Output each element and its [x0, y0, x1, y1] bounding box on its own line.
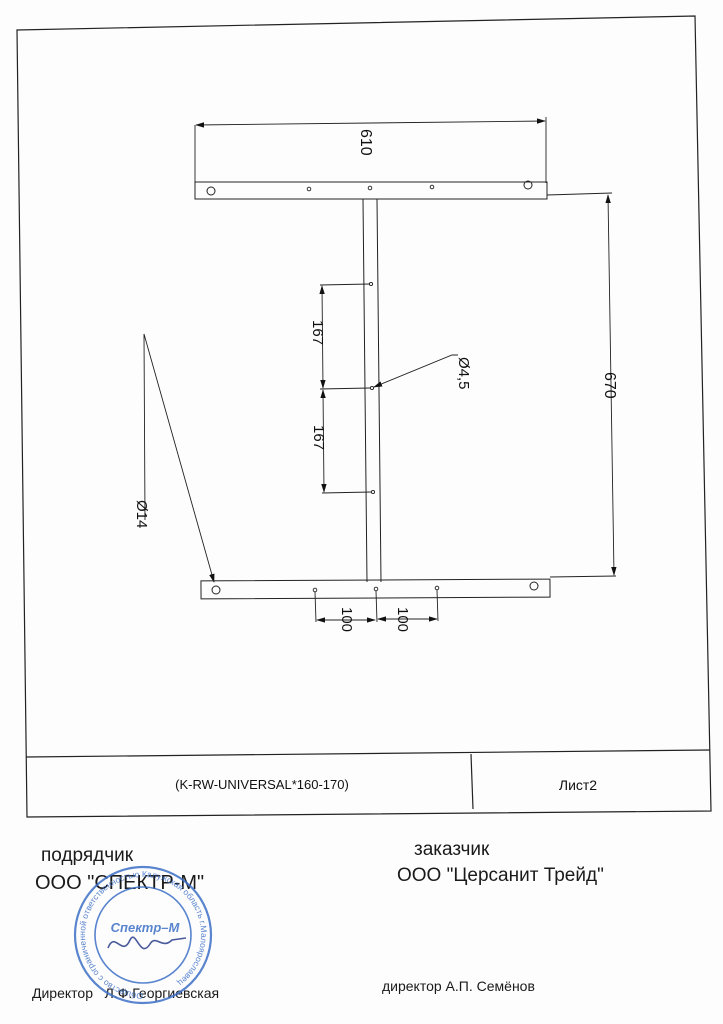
dim-670-line — [605, 194, 617, 576]
dim-167-lower-label: 167 — [310, 425, 327, 450]
title-block-divider — [470, 753, 474, 810]
title-block-top-line — [25, 749, 711, 758]
dim-100-ext-left — [314, 591, 317, 623]
top-bar-large-hole-right — [523, 180, 533, 190]
dim-100-left-label: 100 — [338, 607, 355, 632]
dim-large-hole-label: Ø14 — [133, 500, 150, 528]
bottom-bar-large-hole-right — [529, 581, 539, 591]
contractor-company: ООО "СПЕКТР-М" — [35, 872, 205, 894]
dim-167-ext — [319, 283, 371, 286]
sheet-number: Лист2 — [559, 777, 597, 793]
dim-610-line — [195, 118, 546, 128]
sheet-frame — [16, 15, 712, 818]
dim-670-label: 670 — [601, 372, 618, 399]
contractor-role: подрядчик — [41, 845, 134, 866]
top-bar-small-hole — [306, 186, 312, 192]
customer-company: ООО "Церсанит Трейд" — [397, 865, 604, 886]
bottom-bar-large-hole-left — [211, 585, 221, 595]
top-bar-small-hole — [429, 184, 435, 190]
dim-167-ext — [321, 491, 372, 494]
post-hole — [370, 489, 376, 495]
dim-167-ext — [319, 387, 371, 390]
model-code: (K-RW-UNIVERSAL*160-170) — [175, 777, 349, 792]
bottom-bar-small-hole — [373, 586, 379, 592]
bottom-bar — [200, 578, 551, 600]
dim-100-right-label: 100 — [394, 607, 411, 632]
bottom-bar-small-hole — [434, 585, 440, 591]
top-bar — [194, 181, 548, 200]
post-hole — [369, 385, 375, 391]
dim-670-ext-top — [546, 192, 613, 196]
dim-670-ext-bottom — [549, 575, 617, 578]
dim-167-upper-line — [319, 285, 326, 389]
dim-100-ext-mid — [375, 590, 378, 623]
dim-100-ext-right — [436, 589, 439, 622]
dim-610-label: 610 — [357, 129, 374, 156]
customer-role: заказчик — [414, 839, 490, 860]
top-bar-small-hole — [367, 185, 373, 191]
post-right-edge — [376, 198, 382, 583]
customer-signatory: директор А.П. Семёнов — [382, 978, 535, 994]
post-left-edge — [362, 198, 368, 583]
contractor-signatory: Директор Л.Ф.Георгиевская — [32, 985, 220, 1001]
dim-167-upper-label: 167 — [309, 320, 326, 345]
dim-167-lower-line — [320, 389, 327, 493]
dim-small-hole-leader — [373, 354, 458, 388]
dim-large-hole-leader — [143, 333, 215, 583]
bottom-bar-small-hole — [312, 587, 318, 593]
top-bar-large-hole-left — [206, 186, 216, 196]
dim-small-hole-label: Ø4,5 — [455, 357, 472, 390]
